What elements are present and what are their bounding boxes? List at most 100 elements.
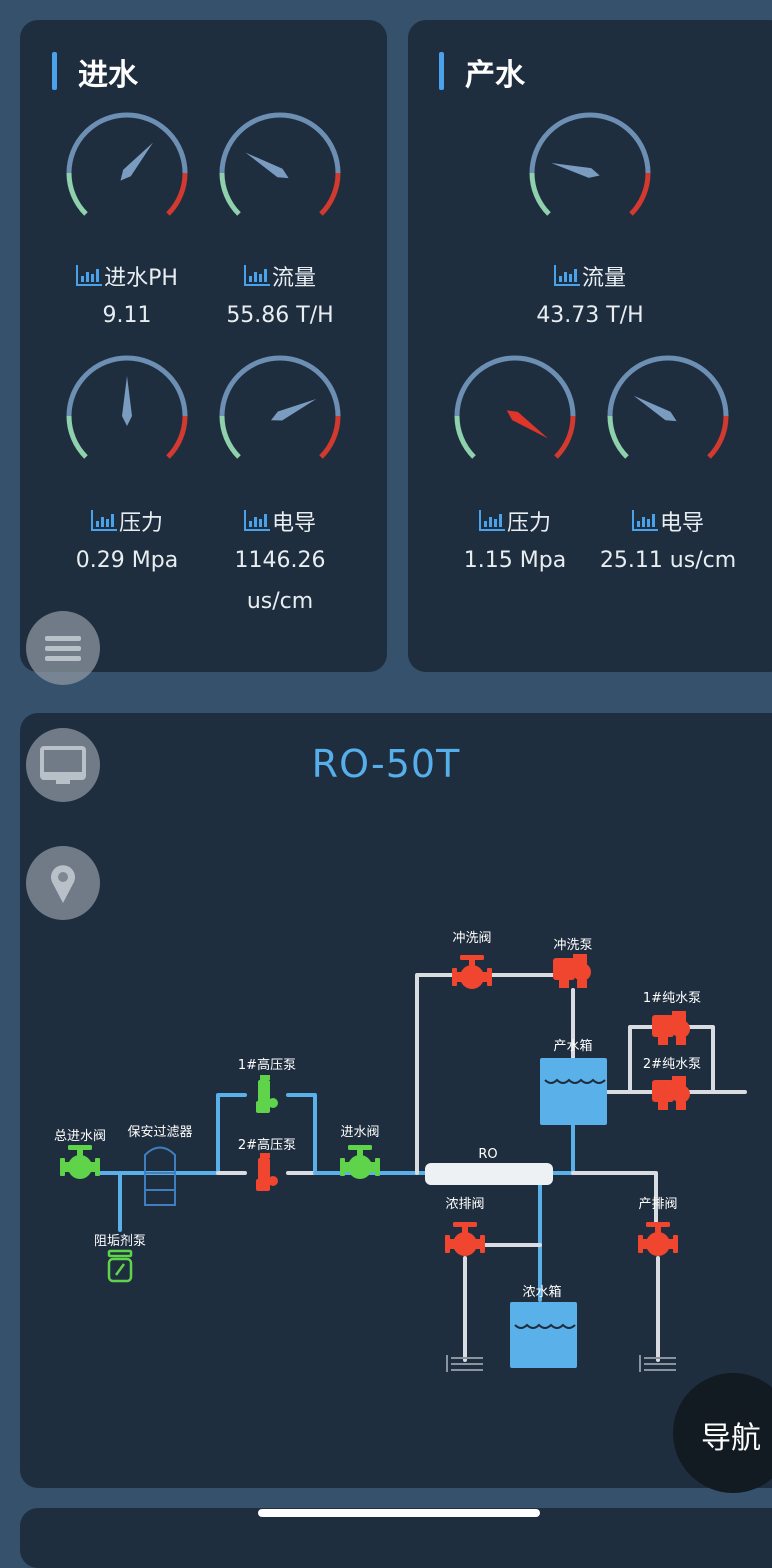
tank-to-ro-pipe: [551, 1123, 575, 1175]
label-concentrate-tank: 浓水箱: [522, 1284, 561, 1300]
gauge-arc-mid: [66, 355, 188, 417]
label-hp-pump-1: 1#高压泵: [238, 1057, 296, 1073]
label-antiscalant-pump: 阻垢剂泵: [94, 1234, 146, 1249]
pipes: [98, 973, 747, 1362]
ro-membrane: [425, 1163, 553, 1185]
gauge-arc-high: [629, 172, 651, 216]
next-card: [20, 1508, 772, 1568]
gauge-arc-low: [607, 415, 629, 459]
label-hp-pump-2: 2#高压泵: [238, 1137, 296, 1153]
process-diagram: 总进水阀 保安过滤器 阻垢剂泵 1#高压泵 2#高压泵 进水阀 RO 冲洗阀 冲…: [54, 931, 747, 1372]
bar-chart-icon: [243, 510, 270, 531]
bar-chart-icon: [553, 265, 580, 286]
gauge-inlet-ph: [57, 108, 197, 228]
home-indicator[interactable]: [258, 1509, 540, 1517]
gauge-inlet-pressure: [57, 351, 197, 471]
gauge-arc-low: [219, 415, 241, 459]
bar-chart-icon: [243, 265, 270, 286]
gauge-arc-mid: [607, 355, 729, 417]
bar-chart-icon: [90, 510, 117, 531]
gauge-product-flow: [520, 108, 660, 228]
gauge-arc-low: [219, 172, 241, 216]
inlet-pressure-label: 压力: [47, 505, 207, 537]
process-title: RO-50T: [311, 742, 461, 786]
concentrate-drain-valve[interactable]: [445, 1222, 485, 1256]
hp-pump-2[interactable]: [256, 1153, 278, 1191]
gauge-arc-high: [319, 415, 341, 459]
product-flow-value: 43.73 T/H: [536, 303, 644, 328]
security-filter: [144, 1146, 176, 1206]
antiscalant-pump[interactable]: [107, 1249, 133, 1283]
label-product-tank: 产水箱: [553, 1038, 592, 1054]
gauge-needle: [506, 410, 549, 439]
inlet-pressure-value: 0.29 Mpa: [75, 548, 179, 573]
product-title: 产水: [465, 58, 525, 93]
gauge-arc-mid: [219, 112, 341, 174]
inlet-flow-value: 55.86 T/H: [226, 303, 334, 328]
label-pure-pump-1: 1#纯水泵: [643, 991, 701, 1006]
gauge-arc-low: [529, 172, 551, 216]
product-drain-valve[interactable]: [638, 1222, 678, 1256]
gauge-product-pressure: [445, 351, 585, 471]
gauge-inlet-flow: [210, 108, 350, 228]
flush-valve[interactable]: [452, 955, 492, 989]
label-inlet-valve: 进水阀: [340, 1125, 379, 1140]
product-tank: [540, 1058, 607, 1125]
inlet-conductivity-label: 电导: [200, 505, 360, 537]
flush-pipe: [415, 973, 557, 1175]
bar-chart-icon: [76, 265, 103, 286]
gauge-arc-high: [166, 172, 188, 216]
gauge-arc-mid: [66, 112, 188, 174]
concentrate-tank: [510, 1302, 577, 1368]
gauge-arc-low: [454, 415, 476, 459]
label-concentrate-drain-valve: 浓排阀: [445, 1197, 484, 1212]
main-inlet-valve[interactable]: [60, 1145, 100, 1179]
inlet-title: 进水: [78, 58, 138, 93]
product-conductivity-value: 25.11 us/cm: [599, 548, 737, 573]
gauge-arc-low: [66, 172, 88, 216]
label-main-inlet-valve: 总进水阀: [54, 1129, 106, 1144]
gauge-needle: [245, 152, 289, 179]
gauge-inlet-conductivity: [210, 351, 350, 471]
pure-pump-2[interactable]: [652, 1076, 690, 1110]
drain-icon: [446, 1355, 676, 1372]
monitor-icon: [40, 746, 86, 784]
label-flush-pump: 冲洗泵: [553, 938, 592, 953]
inlet-card: [20, 20, 387, 672]
inlet-ph-label: 进水PH: [47, 260, 207, 292]
pure-pump-1[interactable]: [652, 1011, 690, 1045]
label-product-drain-valve: 产排阀: [638, 1197, 677, 1212]
product-conductivity-label: 电导: [588, 505, 748, 537]
product-drain-pipe: [571, 1171, 660, 1362]
gauge-arc-mid: [529, 112, 651, 174]
monitor-button[interactable]: [26, 728, 100, 802]
gauge-arc-high: [319, 172, 341, 216]
inlet-ph-value: 9.11: [102, 303, 152, 328]
nav-button[interactable]: 导航: [673, 1373, 772, 1493]
label-ro: RO: [478, 1147, 497, 1162]
menu-icon: [45, 636, 81, 661]
concentrate-drain-pipe: [463, 1243, 542, 1362]
gauge-needle: [551, 163, 600, 178]
product-flow-label: 流量: [510, 260, 670, 292]
gauge-needle: [633, 395, 677, 422]
gauge-arc-mid: [219, 355, 341, 417]
gauge-arc-mid: [454, 355, 576, 417]
hp-loop-pipe: [216, 1093, 317, 1175]
gauge-arc-high: [554, 415, 576, 459]
menu-button[interactable]: [26, 611, 100, 685]
title-marker: [439, 52, 444, 90]
hp-pump-1[interactable]: [256, 1075, 278, 1113]
gauge-arc-low: [66, 415, 88, 459]
bar-chart-icon: [631, 510, 658, 531]
inlet-conductivity-value: 1146.26 us/cm: [234, 548, 326, 614]
inlet-flow-label: 流量: [200, 260, 360, 292]
location-pin-icon: [51, 865, 75, 903]
product-pressure-label: 压力: [435, 505, 595, 537]
title-marker: [52, 52, 57, 90]
location-button[interactable]: [26, 846, 100, 920]
flush-pump[interactable]: [553, 954, 591, 988]
gauge-arc-high: [707, 415, 729, 459]
gauge-needle: [122, 376, 132, 426]
product-pressure-value: 1.15 Mpa: [463, 548, 567, 573]
